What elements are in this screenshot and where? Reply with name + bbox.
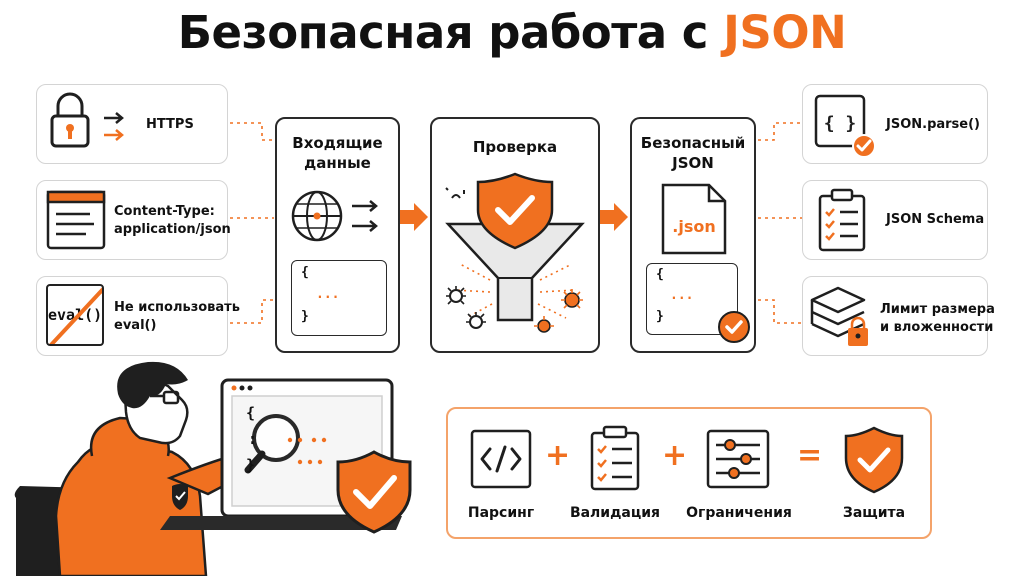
no-eval-line1: Не использовать bbox=[114, 300, 240, 315]
safe-code-dots: ... bbox=[670, 288, 694, 303]
svg-text:{ }: { } bbox=[824, 113, 857, 134]
validation-label: Валидация bbox=[569, 505, 661, 521]
limits-line2: и вложенности bbox=[880, 320, 994, 335]
no-eval-line2: eval() bbox=[114, 318, 157, 333]
incoming-title-line1: Входящие bbox=[292, 134, 383, 152]
json-parse-label: JSON.parse() bbox=[886, 117, 980, 132]
incoming-title-line2: данные bbox=[304, 154, 371, 172]
parsing-label: Парсинг bbox=[467, 505, 535, 521]
limits-line1: Лимит размера bbox=[880, 302, 995, 317]
incoming-title: Входящие данные bbox=[277, 133, 398, 173]
equals-sign: = bbox=[797, 438, 823, 473]
laptop-code-colon: : bbox=[248, 430, 258, 448]
code-tag-icon bbox=[470, 429, 532, 489]
content-type-line2: application/json bbox=[114, 222, 231, 237]
braces-check-icon: { } bbox=[814, 94, 876, 158]
safe-code-open: { bbox=[656, 267, 664, 282]
title-main: Безопасная работа с bbox=[177, 6, 709, 59]
https-label: HTTPS bbox=[146, 117, 194, 132]
safe-json-title-line1: Безопасный bbox=[640, 134, 746, 152]
lock-icon bbox=[50, 92, 124, 148]
incoming-code-open: { bbox=[301, 265, 309, 280]
globe-icon bbox=[291, 190, 378, 242]
validation-title: Проверка bbox=[472, 138, 558, 156]
limits-equation-label: Ограничения bbox=[686, 505, 792, 521]
laptop-code-close: } bbox=[246, 456, 256, 474]
title-accent: JSON bbox=[723, 6, 847, 59]
eval-icon-text: eval() bbox=[48, 306, 103, 324]
validation-clipboard-icon bbox=[590, 425, 640, 491]
no-eval-label: Не использовать eval() bbox=[114, 299, 240, 335]
content-type-line1: Content-Type: bbox=[114, 204, 215, 219]
bug-icons bbox=[445, 187, 583, 333]
plus-sign-2: + bbox=[662, 438, 688, 473]
crossed-eval-icon: eval() bbox=[46, 284, 104, 346]
incoming-code-close: } bbox=[301, 309, 309, 324]
check-badge-icon bbox=[718, 311, 750, 343]
browser-window-icon bbox=[46, 190, 106, 250]
json-file-icon: .json bbox=[661, 183, 727, 255]
limits-label: Лимит размера и вложенности bbox=[880, 301, 995, 337]
layers-lock-icon bbox=[810, 286, 868, 346]
sliders-icon bbox=[706, 429, 770, 489]
protection-label: Защита bbox=[842, 505, 906, 521]
incoming-code-box bbox=[291, 260, 387, 336]
json-schema-label: JSON Schema bbox=[886, 212, 985, 227]
shield-check-icon bbox=[844, 426, 904, 494]
shield-funnel-icon bbox=[445, 172, 585, 333]
safe-code-close: } bbox=[656, 309, 664, 324]
plus-sign-1: + bbox=[545, 438, 571, 473]
incoming-code-dots: ... bbox=[316, 287, 340, 302]
clipboard-checklist-icon bbox=[818, 188, 866, 252]
page-title: Безопасная работа с JSON bbox=[0, 6, 1024, 59]
developer-illustration bbox=[14, 361, 412, 576]
json-file-label: .json bbox=[672, 217, 716, 236]
safe-json-title-line2: JSON bbox=[672, 154, 714, 172]
content-type-label: Content-Type: application/json bbox=[114, 203, 231, 239]
safe-json-title: Безопасный JSON bbox=[632, 133, 754, 173]
laptop-code-open: { bbox=[246, 404, 256, 422]
